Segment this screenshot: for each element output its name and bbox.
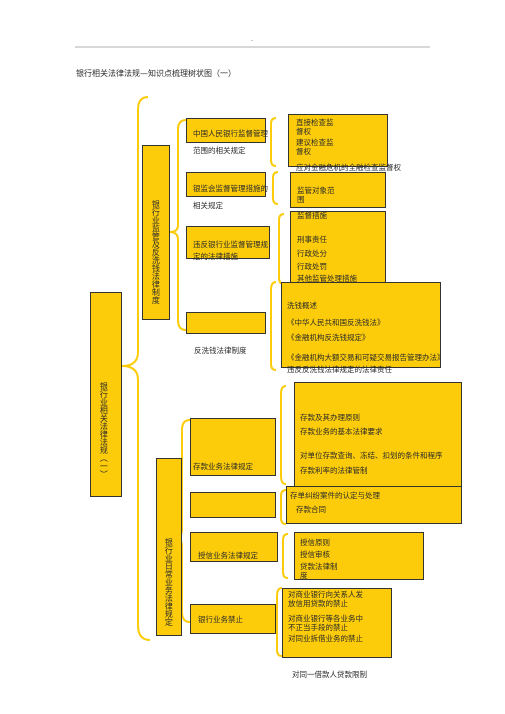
leaf-cbrc-0: 监管对象范围 xyxy=(297,186,335,205)
leaf-violation-2: 行政处分 xyxy=(297,249,327,258)
leaf-deposit-3: 存款利率的法律管制 xyxy=(300,466,368,475)
node-cbrc-label: 银监会监督管理措施的相关规定 xyxy=(193,184,268,210)
leaves-credit xyxy=(294,532,424,580)
header-dot: . xyxy=(251,36,253,43)
leaves-prohibit xyxy=(282,588,392,658)
leaves-violation xyxy=(290,211,386,285)
leaves-aml xyxy=(281,282,441,368)
page-title: 银行相关法律法规—知识点梳理树状图（一） xyxy=(76,69,236,78)
leaf-pboc-0: 直接检查监督权 xyxy=(296,118,334,137)
leaf-violation-3: 行政处罚 xyxy=(297,262,327,271)
leaf-deposit2-0: 存单纠纷案件的认定与处理 xyxy=(290,491,380,500)
leaf-deposit2-1: 存款合同 xyxy=(296,505,326,514)
leaf-credit-0: 授信原则 xyxy=(300,538,330,547)
branch2-label: 银行业日常业务法律规定 xyxy=(164,537,174,626)
leaf-aml-1: 《中华人民共和国反洗钱法》 xyxy=(287,318,385,327)
branch1-node: 银行业监管及反洗钱法律制度 xyxy=(142,145,170,320)
node-credit-label: 授信业务法律规定 xyxy=(198,551,258,560)
leaf-violation-4: 其他监管处理措施 xyxy=(297,274,357,283)
leaf-pboc-1: 建议检查监督权 xyxy=(296,138,334,157)
node-prohibit-label: 银行业务禁止 xyxy=(198,615,243,624)
leaves-deposit xyxy=(294,382,462,487)
branch1-bracket xyxy=(169,119,187,331)
branch2-node: 银行业日常业务法律规定 xyxy=(156,458,182,636)
leaf-prohibit-2: 对同业拆借业务的禁止 xyxy=(288,634,363,643)
node-credit xyxy=(190,532,278,562)
leaf-violation-0: 监督措施 xyxy=(297,211,327,220)
node-aml-label: 反洗钱法律制度 xyxy=(194,346,247,355)
footer-note: 对同一借款人贷款限制 xyxy=(292,670,367,679)
branch1-label: 银行业监管及反洗钱法律制度 xyxy=(151,199,161,304)
leaf-credit-1: 授信审核 xyxy=(300,550,330,559)
node-deposit xyxy=(190,418,276,476)
leaf-pboc-2: 应对金融危机的全融检查监督权 xyxy=(296,163,401,172)
leaves-deposit-2 xyxy=(286,486,462,524)
leaf-deposit-0: 存款及其办理原则 xyxy=(300,413,360,422)
root-node: 银行业相关法律法规（一） xyxy=(90,292,122,497)
node-blank xyxy=(190,492,276,518)
node-cbrc xyxy=(186,172,266,197)
root-label: 银行业相关法律法规（一） xyxy=(99,382,109,478)
node-violation xyxy=(186,226,270,259)
leaf-prohibit-1: 对商业银行等各业务中不正当手段的禁止 xyxy=(288,614,363,633)
leaf-deposit-2: 对单位存款查询、冻结、扣划的条件和程序 xyxy=(300,451,443,460)
root-bracket xyxy=(121,96,151,641)
leaf-aml-2: 《金融机构反洗钱规定》 xyxy=(287,333,370,342)
node-deposit-label: 存款业务法律规定 xyxy=(193,462,253,471)
leaves-pboc xyxy=(288,114,388,167)
leaf-violation-1: 刑事责任 xyxy=(297,235,327,244)
leaf-deposit-1: 存款业务的基本法律要求 xyxy=(300,427,383,436)
node-violation-label: 违反银行业监督管理规定的法律措施 xyxy=(193,240,268,261)
leaf-aml-3: 《金融机构大额交易和可疑交易报告管理办法》 xyxy=(287,353,445,362)
node-aml xyxy=(186,312,266,334)
leaf-prohibit-0: 对商业银行向关系人发放信用贷款的禁止 xyxy=(288,590,363,609)
node-prohibit xyxy=(190,604,276,634)
node-pboc-label: 中国人民银行监督管理范围的相关规定 xyxy=(193,129,268,155)
node-pboc xyxy=(186,118,266,143)
leaf-aml-0: 洗钱概述 xyxy=(287,301,317,310)
leaf-aml-4: 违反反洗钱法律规定的法律责任 xyxy=(287,365,392,374)
leaves-cbrc xyxy=(290,172,386,208)
leaf-credit-2: 贷款法律制度 xyxy=(300,562,338,581)
